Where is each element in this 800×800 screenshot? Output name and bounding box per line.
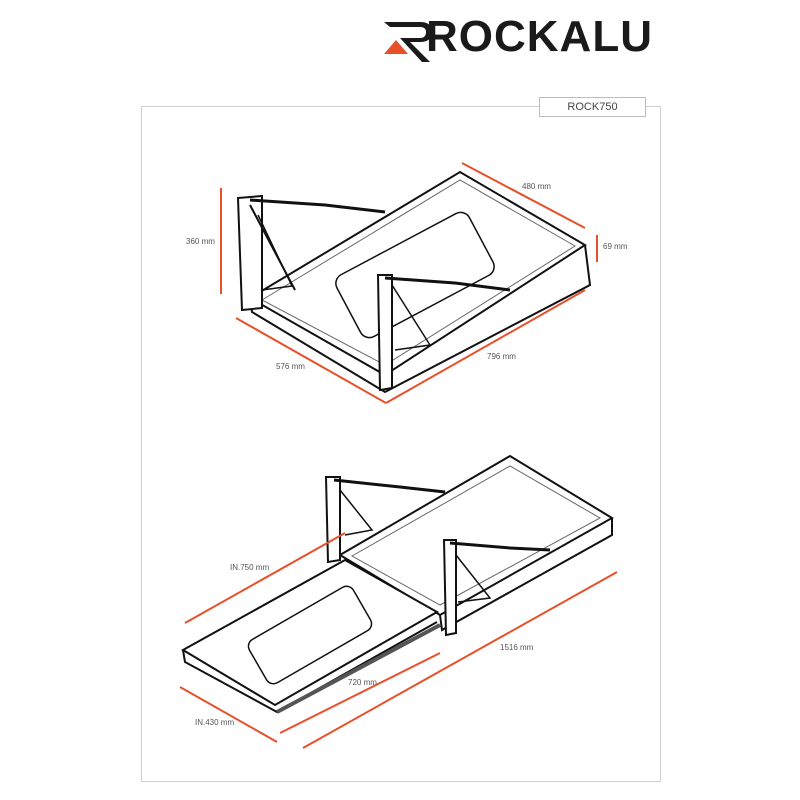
closed-rack-drawing: [236, 170, 592, 394]
dim-extension: 720 mm: [348, 678, 377, 687]
dim-inner-length: IN.750 mm: [230, 563, 269, 572]
dim-inner-width: IN.430 mm: [195, 718, 234, 727]
drawing-sheet: [141, 106, 661, 782]
dim-total-length: 1516 mm: [500, 643, 534, 652]
dim-height: 360 mm: [186, 237, 215, 246]
dim-length: 796 mm: [487, 352, 516, 361]
extended-rack-drawing: [180, 454, 614, 714]
dim-rail-height: 69 mm: [603, 242, 628, 251]
model-label: ROCK750: [539, 97, 646, 117]
closed-dimension-lines: [220, 162, 598, 404]
logo-mark-icon: [384, 22, 432, 62]
brand-name: ROCKALU: [426, 12, 653, 61]
dim-width: 576 mm: [276, 362, 305, 371]
dim-depth: 480 mm: [522, 182, 551, 191]
brand-logo: ROCKALU: [380, 12, 665, 62]
extended-dimension-lines: [179, 532, 618, 749]
